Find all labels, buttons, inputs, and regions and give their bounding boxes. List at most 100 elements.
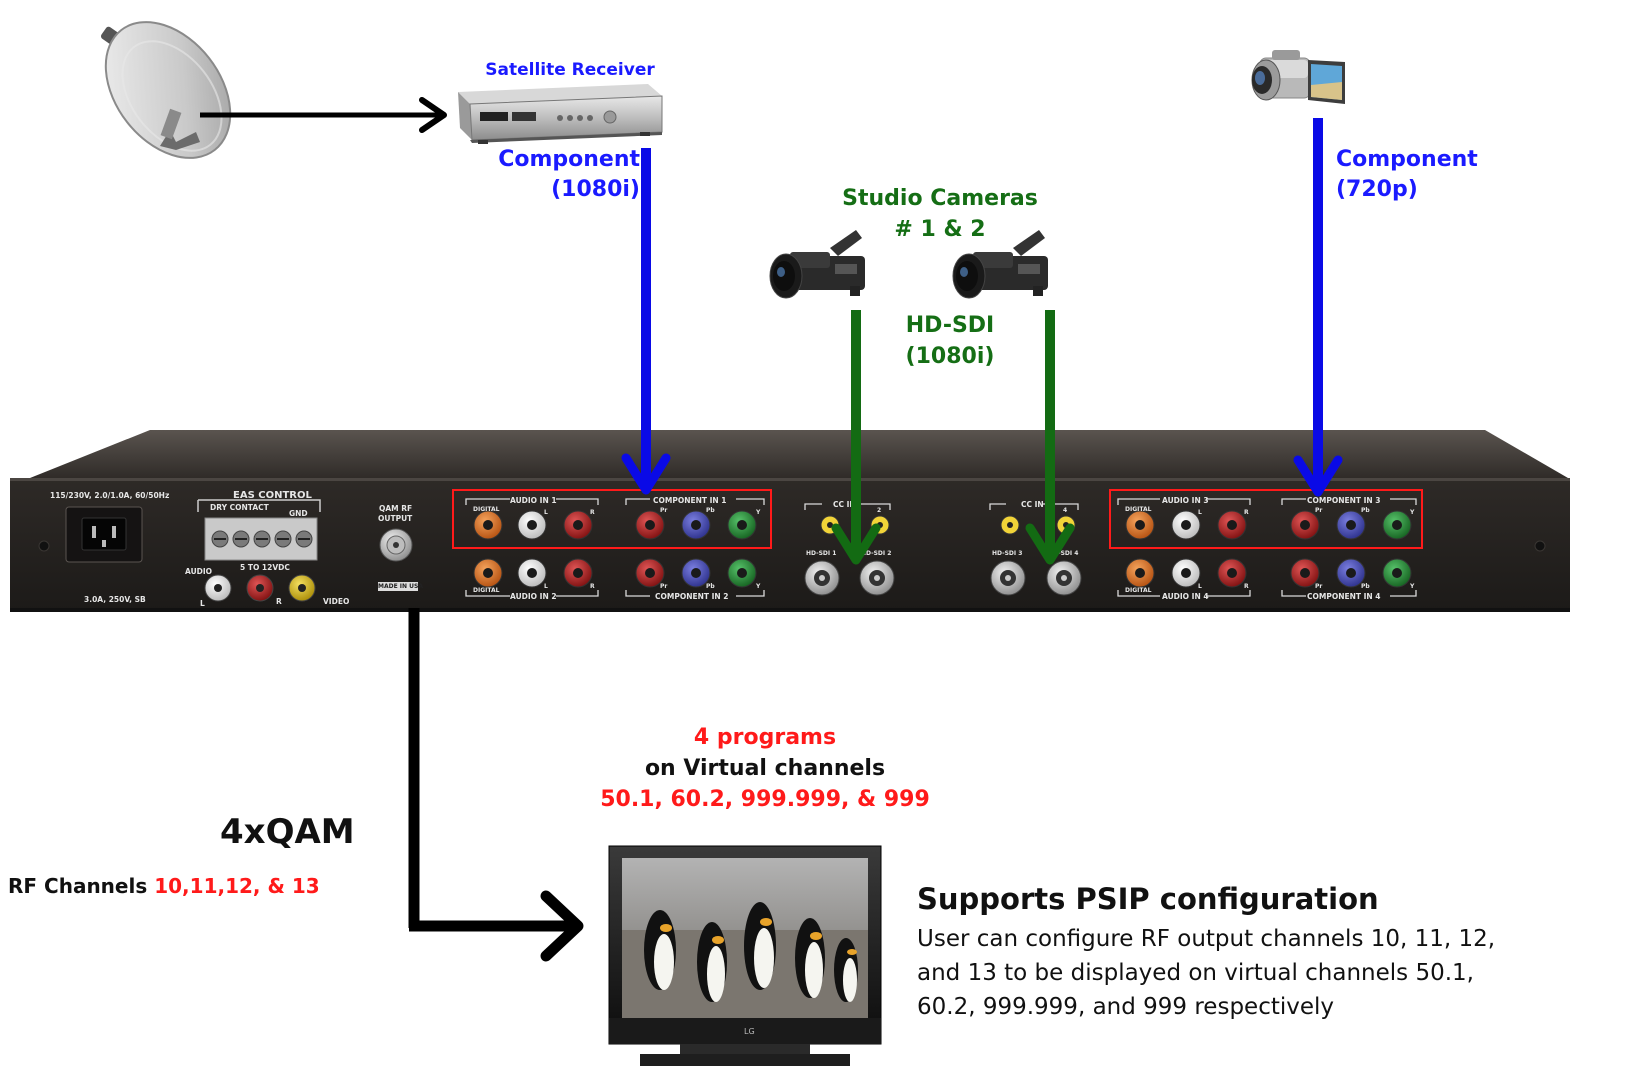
comp-in-3-y-label: Y — [1409, 509, 1415, 516]
audio-in-3-label: AUDIO IN 3 — [1162, 496, 1209, 505]
studio-camera-1-icon — [769, 230, 865, 299]
digital-2-label: DIGITAL — [473, 587, 500, 594]
camcorder-output-type: Component — [1336, 147, 1478, 172]
digital-3-label: DIGITAL — [1125, 506, 1152, 513]
eas-voltage-label: 5 TO 12VDC — [240, 563, 290, 572]
component-arrow-camcorder — [1293, 118, 1343, 497]
comp-in-2-pb-label: Pb — [706, 583, 715, 590]
audio-in-3-jacks — [1125, 510, 1247, 540]
component-in-1-jacks — [635, 510, 757, 540]
satellite-receiver-icon — [458, 84, 663, 144]
hdsdi-label: HD-SDI (1080i) — [880, 310, 1020, 372]
rf-channels-prefix: RF Channels — [8, 874, 148, 898]
component-in-3-jacks — [1290, 510, 1412, 540]
comp-in-1-pb-label: Pb — [706, 507, 715, 514]
av-l-label: L — [200, 599, 205, 608]
receiver-output-type: Component — [498, 147, 640, 172]
psip-description: User can configure RF output channels 10… — [917, 922, 1629, 1024]
tv-virtual-channels: 50.1, 60.2, 999.999, & 999 — [600, 787, 930, 812]
audio-in-2-label: AUDIO IN 2 — [510, 592, 557, 601]
psip-desc-line-3: 60.2, 999.999, and 999 respectively — [917, 994, 1335, 1020]
fuse-rating-label: 3.0A, 250V, SB — [84, 595, 146, 604]
studio-cameras-label: Studio Cameras # 1 & 2 — [830, 183, 1050, 245]
digital-1-label: DIGITAL — [473, 506, 500, 513]
av-video-label: VIDEO — [323, 597, 349, 606]
component-in-2-jacks — [635, 558, 757, 588]
cc-4-label: 4 — [1063, 507, 1067, 514]
hdsdi-type: HD-SDI — [905, 313, 995, 338]
audio-in-4-jacks — [1125, 558, 1247, 588]
camcorder-output-label: Component (720p) — [1336, 145, 1516, 205]
eas-control-label: EAS CONTROL — [233, 490, 312, 501]
cc-2-label: 2 — [877, 507, 881, 514]
hdsdi-arrow-camera-2 — [1025, 310, 1075, 565]
av-audio-label: AUDIO — [185, 567, 212, 576]
hdsdi-format: (1080i) — [905, 344, 995, 369]
audio-in-1-r-label: R — [590, 509, 595, 516]
rf-output-arrow — [408, 608, 584, 962]
coax-arrow-to-receiver — [200, 97, 447, 133]
audio-in-4-label: AUDIO IN 4 — [1162, 592, 1209, 601]
audio-in-2-jacks — [473, 558, 593, 588]
component-in-3-label: COMPONENT IN 3 — [1307, 496, 1381, 505]
rf-channels-values: 10,11,12, & 13 — [154, 874, 320, 898]
component-in-4-jacks — [1290, 558, 1412, 588]
qam-rf-label: QAM RF — [379, 504, 412, 513]
hdsdi-arrow-camera-1 — [831, 310, 881, 565]
audio-in-4-r-label: R — [1244, 583, 1249, 590]
hdsdi-2-label: HD-SDI 2 — [861, 550, 891, 557]
audio-in-4-l-label: L — [1198, 583, 1202, 590]
tv-programs-label: 4 programs — [693, 725, 837, 750]
tv-brand-logo: LG — [744, 1027, 755, 1036]
television-icon: LG — [608, 845, 882, 1066]
studio-cameras-numbers: # 1 & 2 — [894, 217, 986, 242]
audio-in-3-l-label: L — [1198, 509, 1202, 516]
hdsdi-3-label: HD-SDI 3 — [992, 550, 1022, 557]
studio-cameras-title: Studio Cameras — [842, 186, 1038, 211]
cc-in-2-label: CC IN — [1021, 500, 1044, 509]
comp-in-4-pr-label: Pr — [1315, 583, 1322, 590]
receiver-output-format: (1080i) — [551, 177, 640, 202]
comp-in-4-pb-label: Pb — [1361, 583, 1370, 590]
encoder-chassis: 115/230V, 2.0/1.0A, 60/50Hz 3.0A, 250V, … — [10, 430, 1570, 612]
comp-in-3-pr-label: Pr — [1315, 507, 1322, 514]
qam-output-label: OUTPUT — [378, 514, 413, 523]
made-in-usa-label: MADE IN USA — [378, 583, 423, 590]
audio-in-3-r-label: R — [1244, 509, 1249, 516]
camcorder-icon — [1251, 50, 1345, 104]
component-arrow-receiver — [621, 148, 671, 495]
eas-gnd-label: GND — [289, 509, 308, 518]
digital-4-label: DIGITAL — [1125, 587, 1152, 594]
satellite-dish-icon — [100, 21, 232, 159]
psip-title: Supports PSIP configuration — [917, 882, 1379, 916]
hdsdi-1-label: HD-SDI 1 — [806, 550, 836, 557]
receiver-output-label: Component (1080i) — [470, 145, 640, 205]
psip-desc-line-2: and 13 to be displayed on virtual channe… — [917, 960, 1474, 986]
satellite-receiver-title: Satellite Receiver — [485, 60, 655, 80]
audio-in-2-r-label: R — [590, 583, 595, 590]
input-group-3-highlight — [1109, 489, 1423, 549]
comp-in-2-y-label: Y — [755, 583, 761, 590]
rf-channels-label: RF Channels 10,11,12, & 13 — [8, 874, 398, 898]
component-in-1-label: COMPONENT IN 1 — [653, 496, 727, 505]
av-r-label: R — [276, 597, 282, 606]
comp-in-1-pr-label: Pr — [660, 507, 667, 514]
input-group-1-highlight — [452, 489, 772, 549]
comp-in-1-y-label: Y — [755, 509, 761, 516]
power-rating-label: 115/230V, 2.0/1.0A, 60/50Hz — [50, 491, 169, 500]
comp-in-4-y-label: Y — [1409, 583, 1415, 590]
audio-in-1-label: AUDIO IN 1 — [510, 496, 557, 505]
audio-in-2-l-label: L — [544, 583, 548, 590]
psip-desc-line-1: User can configure RF output channels 10… — [917, 926, 1496, 952]
cc-in-1-label: CC IN — [833, 500, 856, 509]
comp-in-2-pr-label: Pr — [660, 583, 667, 590]
hdsdi-4-label: HD-SDI 4 — [1048, 550, 1078, 557]
comp-in-3-pb-label: Pb — [1361, 507, 1370, 514]
audio-in-1-l-label: L — [544, 509, 548, 516]
component-in-2-label: COMPONENT IN 2 — [655, 592, 729, 601]
eas-dry-contact-label: DRY CONTACT — [210, 503, 270, 512]
studio-camera-2-icon — [952, 230, 1048, 299]
component-in-4-label: COMPONENT IN 4 — [1307, 592, 1381, 601]
tv-virtual-label: on Virtual channels — [644, 756, 886, 781]
